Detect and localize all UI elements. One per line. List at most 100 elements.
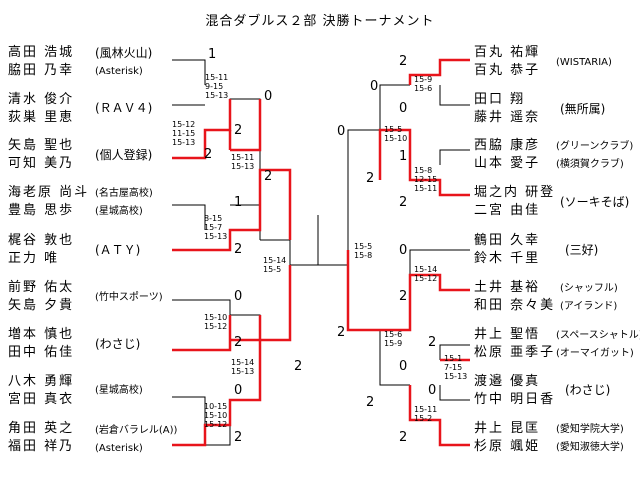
set-score: 15-11 (205, 73, 229, 82)
set-score: 15-2 (414, 414, 433, 423)
team-name: (岩倉バラレル(A)) (95, 425, 178, 436)
set-score: 15-13 (172, 138, 196, 147)
player-name: 田中 佑佳 (8, 345, 75, 360)
player-name: 堀之内 研登 (474, 185, 556, 200)
game-count: 2 (337, 325, 346, 340)
score-r-r1b: 15-1 7-15 15-13 (444, 354, 467, 381)
set-score: 15-11 (414, 405, 438, 414)
game-count: 2 (204, 147, 213, 162)
team-name: (わさじ) (95, 337, 141, 351)
set-score: 15-13 (444, 372, 468, 381)
score-r-r2c: 15-11 15-2 (414, 405, 437, 423)
game-count: 2 (234, 242, 243, 257)
set-score: 15-1 (444, 354, 463, 363)
game-count: 0 (337, 124, 346, 139)
game-count: 2 (366, 395, 375, 410)
set-score: 15-14 (231, 358, 255, 367)
game-count: 1 (234, 195, 243, 210)
team-name: (個人登録) (95, 148, 153, 162)
game-count: 0 (234, 383, 243, 398)
set-score: 15-13 (231, 367, 255, 376)
game-count: 2 (234, 335, 243, 350)
set-score: 15-6 (414, 84, 433, 93)
game-count: 2 (399, 430, 408, 445)
set-score: 15-5 (263, 265, 282, 274)
set-score: 15-5 (354, 242, 373, 251)
team-name: (WISTARIA) (556, 57, 612, 68)
set-score: 15-9 (414, 75, 433, 84)
set-score: 15-12 (414, 274, 438, 283)
team-name: (グリーンクラブ) (556, 141, 634, 152)
game-count: 2 (366, 171, 375, 186)
game-count: 2 (264, 169, 273, 184)
player-name: 竹中 明日香 (474, 392, 556, 407)
game-count: 0 (234, 289, 243, 304)
set-score: 15-12 (172, 120, 196, 129)
set-score: 15-13 (204, 232, 228, 241)
set-score: 9-15 (205, 82, 224, 91)
team-name: (アイランド) (560, 301, 618, 312)
game-count: 1 (399, 149, 408, 164)
score-l-r4: 15-14 15-13 (231, 358, 254, 376)
score-l-r3c: 10-15 15-10 15-12 (204, 402, 227, 429)
player-name: 角田 英之 (8, 421, 75, 436)
set-score: 8-15 (204, 214, 223, 223)
player-name: 藤井 遥奈 (474, 110, 541, 125)
score-r-r3b: 15-6 15-9 (384, 330, 402, 348)
line-l4 (172, 204, 206, 230)
team-name: (シャッフル) (560, 283, 618, 294)
team-name: (星城高校) (95, 385, 143, 396)
game-count: 0 (399, 101, 408, 116)
score-r-r2b: 15-14 15-12 (414, 265, 437, 283)
player-name: 清水 俊介 (8, 92, 75, 107)
team-name: (三好) (565, 243, 599, 257)
set-score: 15-10 (204, 313, 228, 322)
set-score: 15-9 (384, 339, 403, 348)
score-l-r2b: 8-15 15-7 15-13 (204, 214, 227, 241)
win-lines (172, 58, 470, 447)
team-name: (無所属) (560, 102, 606, 116)
line-l1-top (172, 59, 206, 85)
set-score: 15-8 (414, 166, 433, 175)
game-count: 2 (428, 335, 437, 350)
game-count: 0 (264, 89, 273, 104)
player-name: 八木 勇輝 (8, 374, 75, 389)
team-name: (Asterisk) (95, 66, 143, 77)
game-count: 1 (208, 47, 217, 62)
player-name: 可知 美乃 (8, 156, 75, 171)
set-score: 15-12 (204, 322, 228, 331)
team-name: (オーマイガット) (556, 348, 634, 359)
team-name: (スペースシャトル) (556, 330, 640, 341)
score-r-r1: 15-9 15-6 (414, 75, 432, 93)
set-score: 15-14 (414, 265, 438, 274)
score-l-r3b: 15-10 15-12 (204, 313, 227, 331)
set-score: 11-15 (172, 129, 196, 138)
player-name: 二宮 由佳 (474, 203, 541, 218)
player-name: 増本 慎也 (8, 327, 75, 342)
player-name: 杉原 颯姫 (474, 439, 541, 454)
game-count: 2 (234, 430, 243, 445)
game-count: 0 (428, 383, 437, 398)
player-name: 鈴木 千里 (474, 251, 541, 266)
player-name: 矢島 聖也 (8, 138, 75, 153)
set-score: 10-15 (204, 402, 228, 411)
player-name: 田口 翔 (474, 92, 526, 107)
team-name: (名古屋高校) (95, 188, 153, 199)
player-name: 松原 亜季子 (474, 345, 556, 360)
player-name: 百丸 恭子 (474, 63, 541, 78)
player-name: 梶谷 敦也 (8, 233, 75, 248)
game-count: 2 (399, 289, 408, 304)
player-name: 井上 聖悟 (474, 327, 541, 342)
team-name: (愛知学院大学) (556, 424, 624, 435)
set-score: 15-5 (384, 125, 403, 134)
set-score: 15-13 (205, 91, 229, 100)
team-name: (星城高校) (95, 206, 143, 217)
player-name: 山本 愛子 (474, 156, 541, 171)
set-score: 15-11 (231, 153, 255, 162)
player-name: 脇田 乃幸 (8, 63, 75, 78)
team-name: (ＡＴＹ) (95, 243, 141, 257)
set-score: 15-11 (414, 184, 438, 193)
team-name: (ＲＡＶ４) (95, 101, 153, 115)
score-r-r4: 15-5 15-8 (354, 242, 372, 260)
